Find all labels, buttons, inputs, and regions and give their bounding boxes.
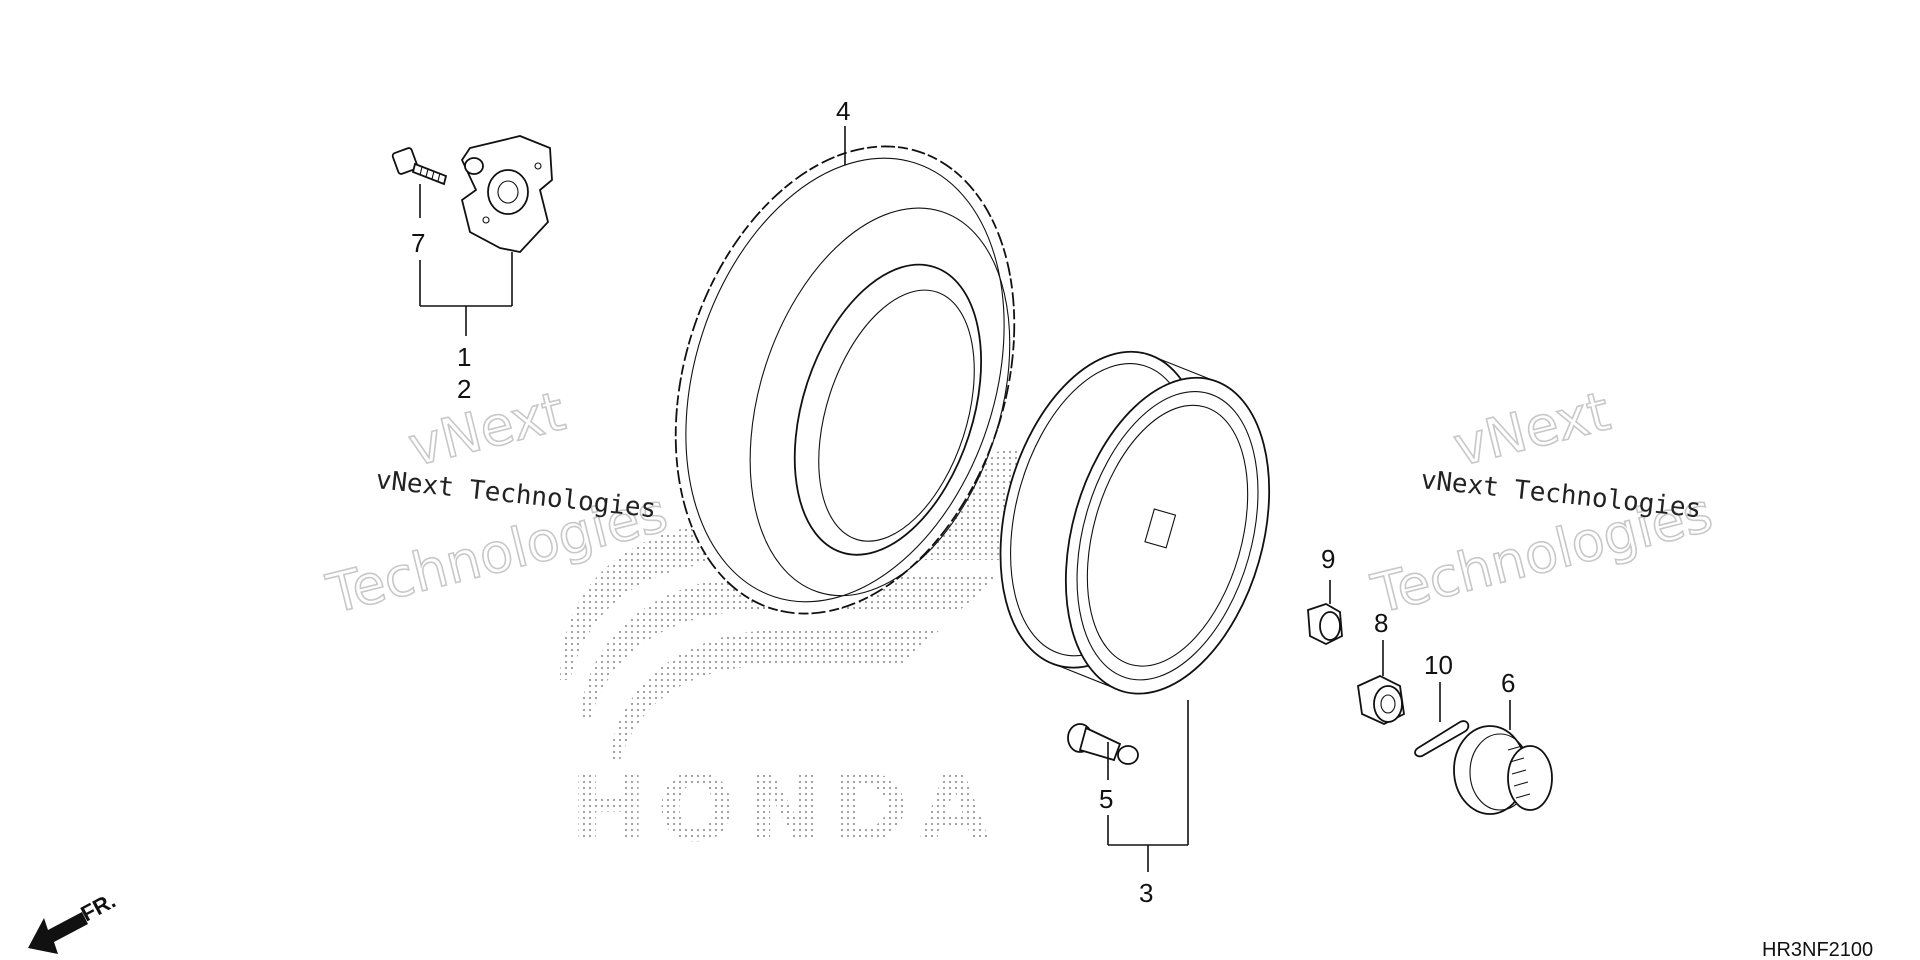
- callout-4: 4: [836, 96, 850, 126]
- callout-10: 10: [1424, 650, 1453, 680]
- callout-9: 9: [1321, 544, 1335, 574]
- arrow-icon: [28, 912, 88, 954]
- bolt-part-7[interactable]: [391, 147, 448, 186]
- diagram-code: HR3NF2100: [1762, 939, 1873, 960]
- valve-part-5[interactable]: [1067, 723, 1139, 765]
- watermark-top-word: vNext: [403, 379, 571, 478]
- honda-logo-watermark: HONDA: [560, 440, 1060, 862]
- cap-part-6[interactable]: [1453, 725, 1553, 815]
- front-direction-indicator: FR.: [28, 888, 120, 954]
- callout-7: 7: [411, 228, 425, 258]
- callout-6: 6: [1501, 668, 1515, 698]
- nut-part-8[interactable]: [1357, 675, 1405, 725]
- nut-part-9[interactable]: [1307, 603, 1343, 646]
- watermark-top-word: vNext: [1448, 379, 1616, 478]
- honda-wordmark: HONDA: [570, 755, 1000, 862]
- callout-8: 8: [1374, 608, 1388, 638]
- callout-3: 3: [1139, 878, 1153, 908]
- cotter-pin-part-10[interactable]: [1414, 720, 1470, 758]
- wheel-rim-part-3[interactable]: [964, 328, 1305, 718]
- callout-2: 2: [457, 374, 471, 404]
- watermark-right: vNext Technologies vNext Technologies: [1365, 379, 1719, 627]
- tire-part-4[interactable]: [619, 102, 1072, 657]
- hub-part-1[interactable]: [460, 135, 553, 253]
- callout-1: 1: [457, 342, 471, 372]
- callout-labels: 4 7 1 2 9 8 10 6 5 3: [411, 96, 1515, 908]
- callout-5: 5: [1099, 784, 1113, 814]
- leader-lines: [419, 126, 1511, 872]
